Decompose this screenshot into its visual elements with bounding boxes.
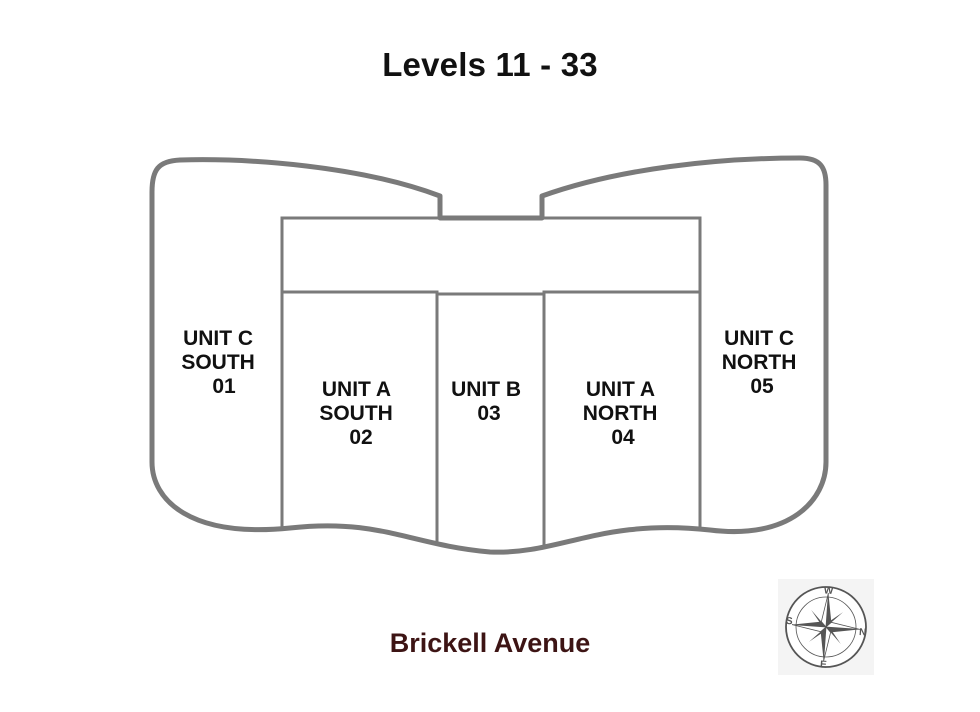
compass-label-w: W <box>823 585 834 597</box>
unit-b-label: UNIT B 03 <box>451 378 527 425</box>
unit-a-south-label: UNIT A SOUTH 02 <box>319 378 398 449</box>
building-outline <box>149 155 829 555</box>
unit-a-north-label: UNIT A NORTH 04 <box>583 378 664 449</box>
compass-rose: W N E S <box>778 579 874 675</box>
compass-label-s: S <box>786 616 794 627</box>
compass-star-icon <box>791 592 861 662</box>
unit-c-south-label: UNIT C SOUTH 01 <box>181 327 260 398</box>
unit-top-wall <box>282 290 700 296</box>
unit-c-north-label: UNIT C NORTH 05 <box>722 327 803 398</box>
street-label: Brickell Avenue <box>389 628 591 658</box>
page-title: Levels 11 - 33 <box>382 46 598 83</box>
corridor-outline <box>280 216 702 292</box>
compass-label-n: N <box>859 627 867 638</box>
compass-label-e: E <box>820 659 828 670</box>
